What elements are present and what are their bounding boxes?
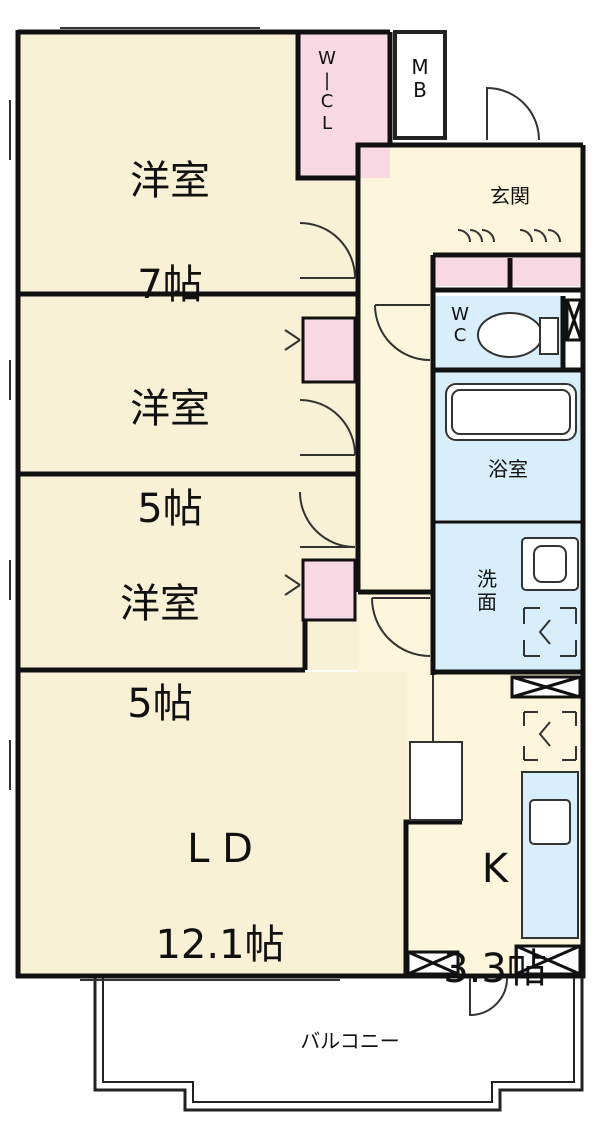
room-size: 5帖 bbox=[137, 486, 203, 532]
room-name: 洋室 bbox=[120, 581, 200, 627]
western-room-7-label: 洋室 7帖 bbox=[100, 112, 240, 354]
bathroom-label: 浴室 bbox=[488, 457, 528, 481]
room-name: 洋室 bbox=[130, 386, 210, 432]
washing-machine-space bbox=[523, 607, 577, 657]
room-name: 洋室 bbox=[130, 158, 210, 204]
room-size: 5帖 bbox=[127, 681, 193, 727]
kitchen-counter bbox=[521, 771, 579, 939]
walk-in-closet-area bbox=[298, 32, 390, 178]
room-name: K bbox=[481, 846, 509, 892]
balcony bbox=[93, 978, 584, 1112]
ld-label: L D 12.1帖 bbox=[130, 780, 310, 1014]
walk-in-closet-label: W | C L bbox=[318, 48, 336, 134]
balcony-label: バルコニー bbox=[300, 1029, 400, 1053]
room-size: 7帖 bbox=[137, 262, 203, 308]
room-size: 12.1帖 bbox=[155, 922, 285, 968]
western-room-5a-label: 洋室 5帖 bbox=[100, 340, 240, 578]
meter-box-area bbox=[393, 30, 447, 140]
toilet-label: W C bbox=[451, 304, 469, 346]
meter-box-label: M B bbox=[411, 55, 429, 102]
corridor-area bbox=[358, 145, 433, 675]
doors bbox=[284, 86, 561, 1017]
room-size: 3.3帖 bbox=[443, 946, 547, 992]
ld-area bbox=[18, 672, 406, 976]
western-room-5a-area bbox=[18, 296, 358, 474]
toilet-fixture bbox=[477, 312, 559, 358]
entrance-label: 玄関 bbox=[490, 184, 530, 208]
western-room-5b-label: 洋室 5帖 bbox=[90, 535, 230, 773]
refrigerator-space bbox=[523, 711, 577, 761]
closet-2 bbox=[303, 318, 355, 382]
storage-unit bbox=[409, 741, 463, 821]
kitchen-label: K 3.3帖 bbox=[420, 800, 570, 1038]
window-marks bbox=[9, 27, 340, 981]
shoe-box-2 bbox=[512, 258, 580, 286]
bathtub bbox=[445, 383, 577, 441]
room-name: L D bbox=[187, 826, 253, 872]
washroom-label: 洗 面 bbox=[477, 567, 497, 614]
wash-basin bbox=[521, 537, 579, 591]
shoe-box-1 bbox=[433, 258, 507, 286]
pipe-spaces bbox=[406, 298, 583, 976]
closet-3 bbox=[303, 560, 355, 620]
entrance-area bbox=[433, 145, 581, 257]
